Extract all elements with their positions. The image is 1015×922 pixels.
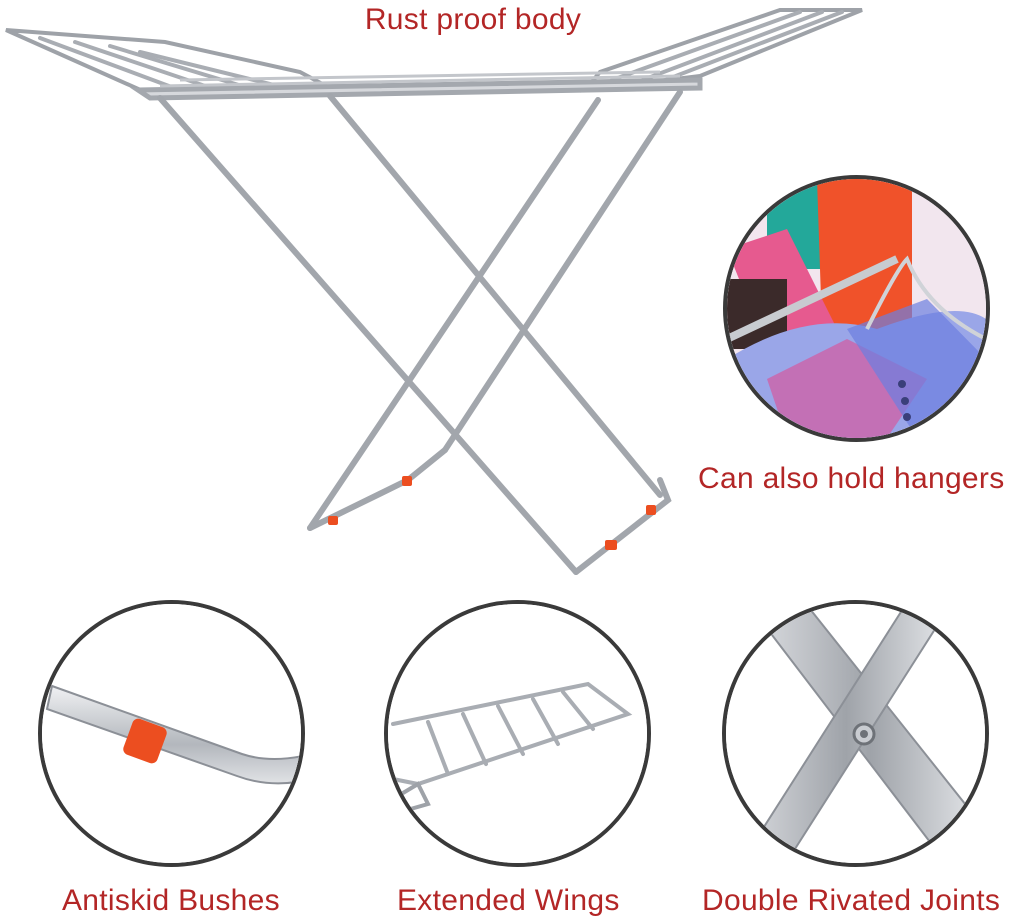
antiskid-bushes-label: Antiskid Bushes (62, 884, 280, 917)
rivated-joints-label: Double Rivated Joints (702, 884, 1001, 917)
joints-photo (726, 604, 985, 863)
hangers-label: Can also hold hangers (698, 462, 1005, 495)
rust-proof-label: Rust proof body (364, 3, 582, 36)
joints-detail-circle (722, 600, 989, 867)
extended-wings-label: Extended Wings (397, 884, 620, 917)
wings-detail-circle (384, 600, 651, 867)
hangers-photo (727, 179, 986, 438)
bushes-detail-circle (38, 600, 305, 867)
leg-bushes (328, 476, 656, 550)
bushes-photo (42, 604, 301, 863)
left-wing (5, 28, 338, 95)
x-legs (157, 89, 683, 575)
hangers-detail-circle (723, 175, 990, 442)
center-top-frame (129, 70, 703, 101)
wings-photo (388, 604, 647, 863)
